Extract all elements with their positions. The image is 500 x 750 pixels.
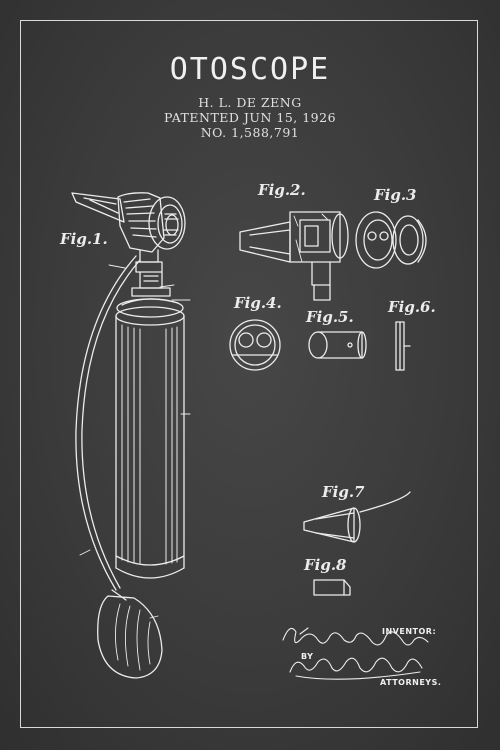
inventor-label: INVENTOR: [382, 627, 437, 636]
fig5-label: Fig.5. [305, 308, 354, 326]
fig6-label: Fig.6. [387, 298, 436, 316]
attorney-signature [289, 657, 423, 680]
fig8-label: Fig.8 [303, 556, 347, 574]
fig3-label: Fig.3 [373, 186, 417, 204]
fig8-tip [313, 579, 351, 596]
patent-number: NO. 1,588,791 [200, 125, 300, 140]
fig4-lens-face [229, 319, 281, 371]
fig2-label: Fig.2. [257, 181, 306, 199]
fig1-label: Fig.1. [59, 230, 108, 248]
fig3-lens-assembly [355, 211, 427, 269]
fig7-speculum [303, 491, 411, 543]
inventor-signature [282, 627, 429, 646]
fig2-cross-section [239, 211, 349, 301]
attorneys-label: ATTORNEYS. [380, 678, 442, 687]
border-frame [20, 20, 478, 728]
fig5-lamp-holder [308, 331, 367, 359]
fig4-label: Fig.4. [233, 294, 282, 312]
inventor-name: H. L. DE ZENG [198, 95, 302, 110]
fig6-contact-strip [395, 321, 411, 371]
by-label: BY [301, 652, 314, 661]
fig1-otoscope-illustration [71, 192, 191, 679]
patent-date: PATENTED JUN 15, 1926 [163, 110, 337, 125]
fig7-label: Fig.7 [321, 483, 365, 501]
poster-title: OTOSCOPE [169, 52, 331, 87]
